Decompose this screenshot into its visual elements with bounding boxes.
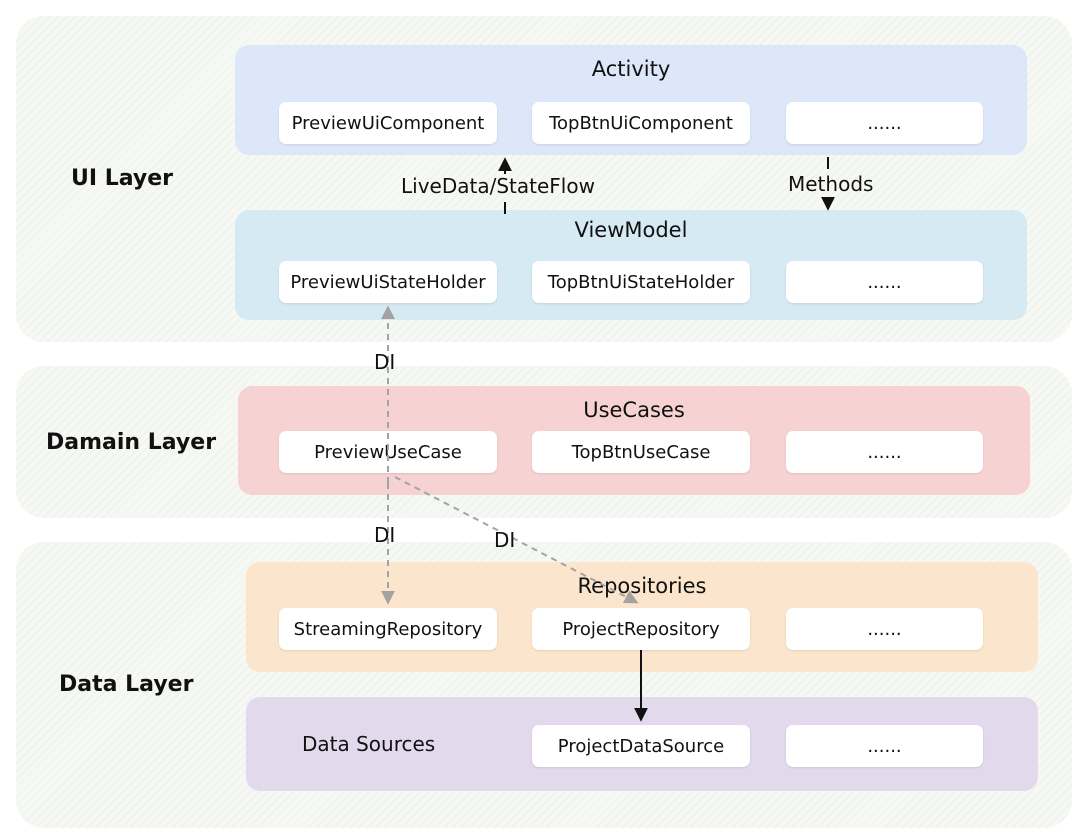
usecases-more-box: ...... xyxy=(786,431,983,473)
preview-ui-state-holder-box: PreviewUiStateHolder xyxy=(279,261,497,303)
viewmodel-more-box: ...... xyxy=(786,261,983,303)
data-layer-label: Data Layer xyxy=(59,672,194,697)
datasources-title: Data Sources xyxy=(302,732,436,756)
top-btn-ui-component-box: TopBtnUiComponent xyxy=(532,102,750,144)
repositories-more-box: ...... xyxy=(786,608,983,650)
project-repository-box: ProjectRepository xyxy=(532,608,750,650)
project-data-source-box: ProjectDataSource xyxy=(532,725,750,767)
datasources-more-box: ...... xyxy=(786,725,983,767)
activity-title: Activity xyxy=(591,57,671,81)
viewmodel-title: ViewModel xyxy=(574,218,688,242)
domain-layer-label: Damain Layer xyxy=(46,430,217,455)
methods-label: Methods xyxy=(788,172,874,196)
preview-ui-component-box: PreviewUiComponent xyxy=(279,102,497,144)
top-btn-ui-state-holder-box: TopBtnUiStateHolder xyxy=(532,261,750,303)
di-project-label: DI xyxy=(494,528,516,552)
di-viewmodel-label: DI xyxy=(374,350,396,374)
streaming-repository-box: StreamingRepository xyxy=(279,608,497,650)
repositories-title: Repositories xyxy=(577,574,707,598)
di-project-arrow xyxy=(394,476,639,604)
ui-layer-label: UI Layer xyxy=(71,166,174,191)
di-streaming-label: DI xyxy=(374,523,396,547)
top-btn-use-case-box: TopBtnUseCase xyxy=(532,431,750,473)
activity-more-box: ...... xyxy=(786,102,983,144)
livedata-label: LiveData/StateFlow xyxy=(401,174,595,198)
usecases-title: UseCases xyxy=(583,398,685,422)
